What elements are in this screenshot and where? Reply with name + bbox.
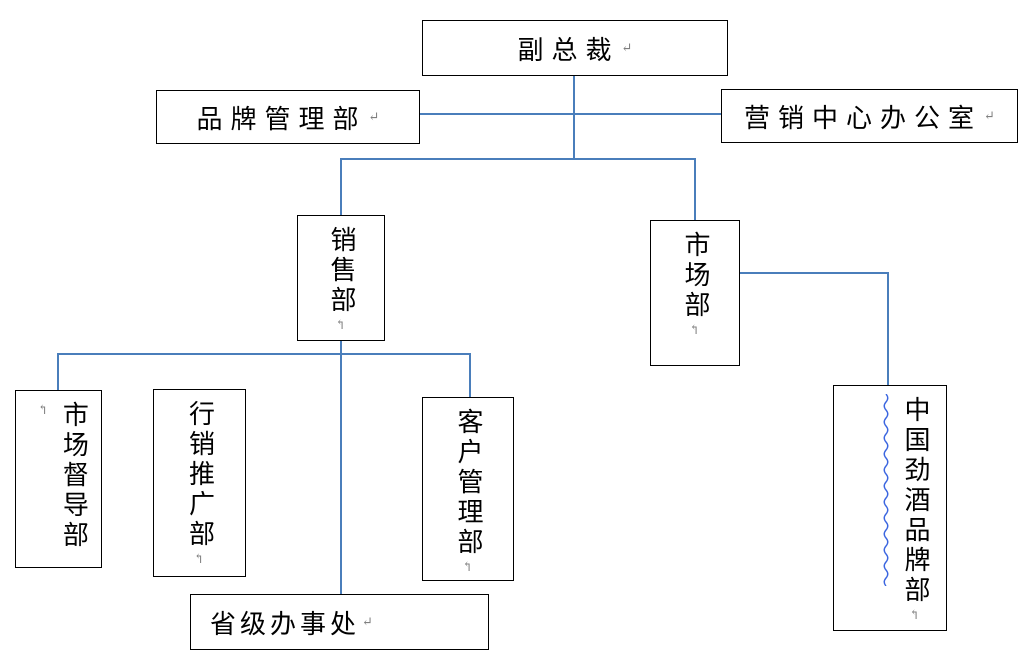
connector-level2-horizontal: [340, 158, 696, 160]
org-node-marketing-center-office[interactable]: 营销中心办公室 ↵: [721, 89, 1018, 143]
return-mark-icon: ↰: [907, 608, 923, 623]
node-label: 客户管理部: [453, 408, 483, 558]
org-node-marketing-promotion-dept[interactable]: 行销推广部 ↰: [153, 389, 246, 577]
return-mark-icon: ↵: [621, 40, 633, 55]
return-mark-icon: ↰: [192, 552, 208, 567]
return-mark-icon: ↰: [460, 560, 476, 575]
return-mark-icon: ↰: [333, 318, 349, 333]
spellcheck-squiggle-underline: [883, 394, 889, 586]
node-label: 市场督导部: [59, 401, 89, 551]
return-mark-icon: ↰: [687, 323, 703, 338]
connector-brand-office-horizontal: [420, 113, 721, 115]
node-label: 省级办事处: [210, 609, 361, 639]
node-label: 销售部: [326, 226, 356, 316]
node-label: 品牌管理部: [196, 104, 367, 134]
connector-sales-drop-vertical: [340, 158, 342, 216]
connector-market-drop-vertical: [694, 158, 696, 221]
org-node-sales-dept[interactable]: 销售部 ↰: [297, 215, 385, 341]
return-mark-icon: ↵: [368, 109, 380, 124]
org-node-customer-management-dept[interactable]: 客户管理部 ↰: [422, 397, 514, 581]
org-node-provincial-office[interactable]: 省级办事处 ↵: [190, 594, 489, 650]
connector-jing-drop-vertical: [887, 272, 889, 386]
org-node-china-jing-liquor-brand-dept[interactable]: 中国劲酒品牌部 ↰: [833, 385, 947, 631]
org-node-vice-president[interactable]: 副总裁 ↵: [422, 20, 728, 76]
node-label: 行销推广部: [185, 400, 215, 550]
node-label: 副总裁: [517, 35, 620, 65]
return-mark-icon: ↰: [36, 403, 52, 418]
org-node-market-supervision-dept[interactable]: 市场督导部 ↰: [15, 390, 102, 568]
connector-market-jing-horizontal: [739, 272, 889, 274]
node-label: 营销中心办公室: [744, 103, 983, 133]
node-label: 中国劲酒品牌部: [900, 396, 930, 606]
connector-vp-drop-vertical: [573, 76, 575, 160]
connector-sales-provincial-vertical: [340, 340, 342, 595]
connector-customer-drop-vertical: [469, 353, 471, 398]
node-label: 市场部: [680, 231, 710, 321]
org-node-market-dept[interactable]: 市场部 ↰: [650, 220, 740, 366]
connector-supervision-drop-vertical: [57, 353, 59, 391]
return-mark-icon: ↵: [984, 108, 995, 123]
connector-sales-children-horizontal: [57, 353, 471, 355]
return-mark-icon: ↵: [362, 614, 373, 629]
org-node-brand-management[interactable]: 品牌管理部 ↵: [156, 90, 420, 144]
